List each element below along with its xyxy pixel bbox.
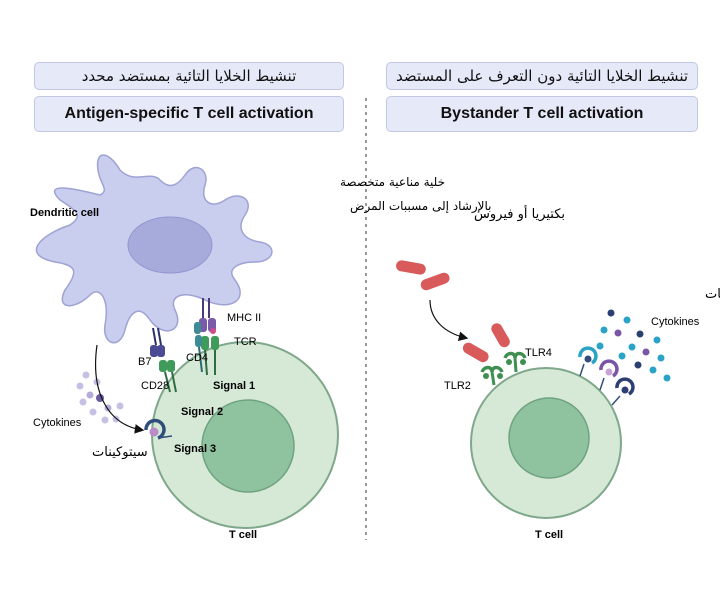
dendritic-nucleus	[127, 216, 213, 274]
tcr-icon	[201, 336, 219, 376]
mhc-ii-icon	[199, 298, 216, 334]
signal-1-label: Signal 1	[213, 380, 255, 392]
tcr-label: TCR	[234, 336, 257, 348]
cd4-label: CD4	[186, 352, 208, 364]
right-arabic-cytokines-label: سيتوكينات	[705, 287, 720, 302]
left-cytokine-dots	[76, 371, 124, 424]
tlr4-label: TLR4	[525, 347, 552, 359]
signal-2-label: Signal 2	[181, 406, 223, 418]
right-t-cell-label: T cell	[535, 529, 563, 541]
right-title-text: Bystander T cell activation	[440, 105, 644, 122]
bacteria-icon	[396, 260, 510, 363]
right-t-cell-nucleus	[508, 397, 590, 479]
tlr2-label: TLR2	[444, 380, 471, 392]
cd28-label: CD28	[141, 380, 169, 392]
tlr4-icon	[503, 351, 527, 373]
tlr2-icon	[480, 365, 504, 386]
right-cytokine-receptor-1	[578, 346, 598, 377]
cd28-icon	[159, 360, 177, 393]
right-cytokine-receptor-2	[599, 359, 619, 391]
b7-icon	[150, 327, 165, 357]
right-cytokines-label: Cytokines	[651, 316, 700, 328]
right-cytokine-dots	[596, 309, 671, 382]
bacteria-arrow	[429, 299, 469, 341]
left-arabic-title-text: تنشيط الخلايا التائية بمستضد محدد	[81, 67, 297, 85]
arabic-apc-label-2: بالإرشاد إلى مسببات المرض	[350, 199, 492, 214]
b7-label: B7	[138, 356, 151, 368]
cd4-icon	[194, 322, 203, 373]
mhc-ii-label: MHC II	[227, 312, 261, 324]
left-title: Antigen-specific T cell activation	[34, 96, 344, 132]
cytokine-receptor-icon	[144, 418, 173, 440]
signal-3-label: Signal 3	[174, 443, 216, 455]
right-cytokine-receptor-3	[611, 377, 635, 406]
dendritic-cell-label: Dendritic cell	[30, 207, 99, 219]
left-t-cell-label: T cell	[229, 529, 257, 541]
left-cytokines-label: Cytokines	[33, 417, 82, 429]
left-t-cell-nucleus	[201, 399, 295, 493]
arabic-bacteria-label: بكتيريا أو فيروس	[474, 205, 565, 222]
right-arabic-title-text: تنشيط الخلايا التائية دون التعرف على الم…	[395, 67, 689, 85]
left-arabic-cytokines-label: سيتوكينات	[92, 445, 148, 460]
arabic-apc-label-1: خلية مناعية متخصصة	[340, 175, 445, 189]
left-arabic-title: تنشيط الخلايا التائية بمستضد محدد	[34, 62, 344, 90]
right-arabic-title: تنشيط الخلايا التائية دون التعرف على الم…	[386, 62, 698, 90]
cytokine-arrow	[95, 344, 145, 434]
right-title: Bystander T cell activation	[386, 96, 698, 132]
left-title-text: Antigen-specific T cell activation	[64, 105, 314, 122]
